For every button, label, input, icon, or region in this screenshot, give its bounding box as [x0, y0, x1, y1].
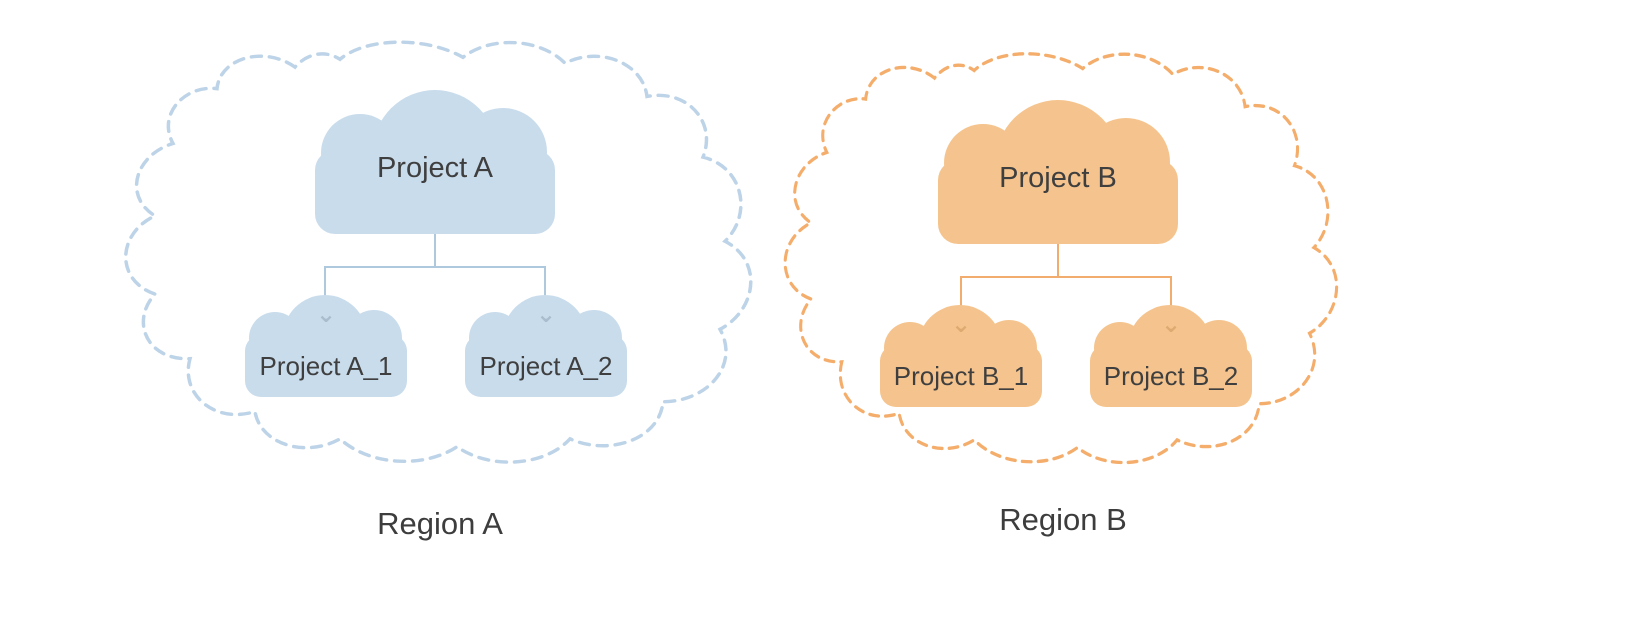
project-b2-label: Project B_2 [1103, 361, 1239, 391]
cloud-bump [944, 124, 1022, 202]
project-b-label: Project B [999, 162, 1117, 194]
connector-bar-a [324, 266, 546, 268]
project-b-cloud: Project B [938, 100, 1178, 244]
project-b2-cloud: ⌄ Project B_2 [1090, 305, 1252, 407]
region-a-label: Region A [377, 506, 503, 541]
project-a1-label: Project A_1 [259, 351, 393, 381]
region-a: Project A ⌄ Project A_1 ⌄ Project A_2 Re… [95, 28, 785, 588]
project-b1-label: Project B_1 [893, 361, 1029, 391]
project-a2-label: Project A_2 [479, 351, 613, 381]
project-a2-cloud: ⌄ Project A_2 [465, 295, 627, 397]
cloud-arrow-icon: ⌄ [950, 311, 972, 338]
project-a-label: Project A [376, 152, 494, 184]
cloud-arrow-icon: ⌄ [535, 301, 557, 328]
connector-right-b [1170, 276, 1172, 328]
connector-left-b [960, 276, 962, 328]
region-a-boundary-cloud [124, 40, 753, 464]
connector-stem-b [1057, 244, 1059, 276]
connector-right-a [544, 266, 546, 318]
cloud-bump [1094, 322, 1146, 374]
connector-left-a [324, 266, 326, 318]
region-b-boundary-cloud [783, 52, 1339, 465]
cloud-bump [469, 312, 521, 364]
project-a1-cloud: ⌄ Project A_1 [245, 295, 407, 397]
region-b: Project B ⌄ Project B_1 ⌄ Project B_2 Re… [758, 40, 1368, 585]
cloud-arrow-icon: ⌄ [1160, 311, 1182, 338]
connector-bar-b [960, 276, 1172, 278]
cloud-bump [321, 114, 399, 192]
project-a-cloud: Project A [315, 90, 555, 234]
cloud-bump [249, 312, 301, 364]
cloud-bump [884, 322, 936, 374]
cloud-arrow-icon: ⌄ [315, 301, 337, 328]
project-b1-cloud: ⌄ Project B_1 [880, 305, 1042, 407]
region-b-label: Region B [999, 502, 1127, 537]
connector-stem-a [434, 234, 436, 266]
